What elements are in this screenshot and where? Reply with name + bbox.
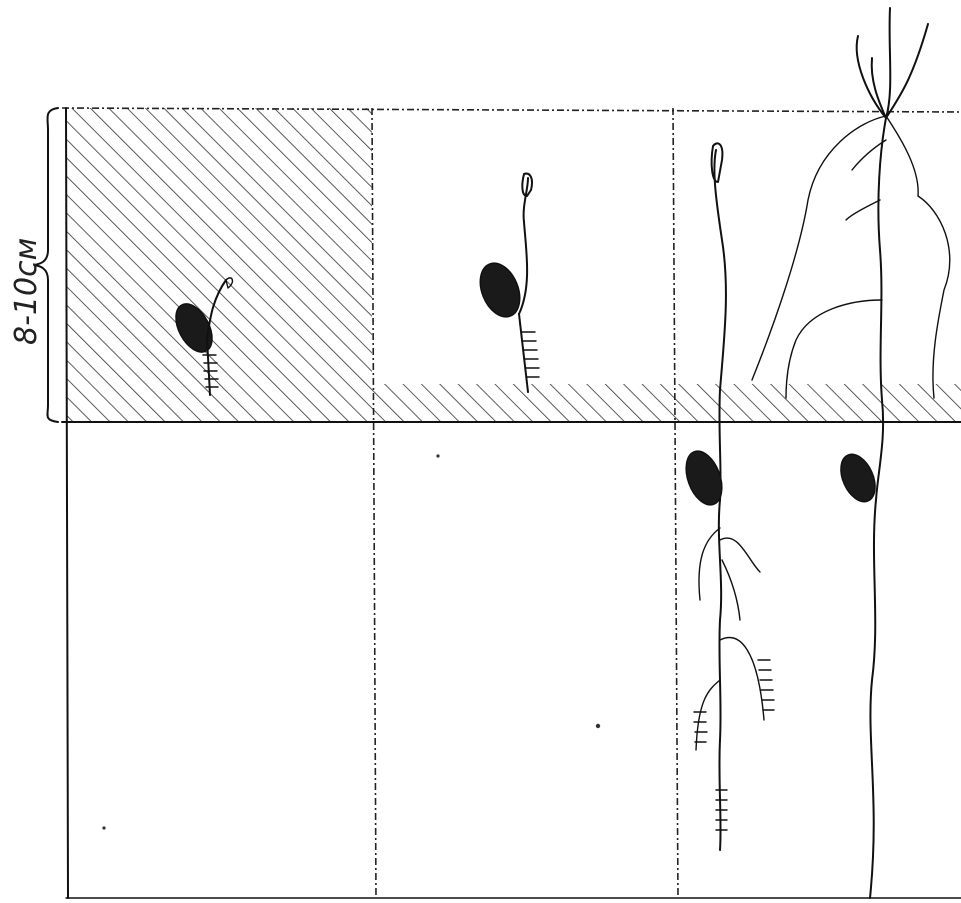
hatched-soil-column-1	[66, 108, 372, 422]
seedling-4	[752, 8, 950, 898]
divider-2	[673, 108, 678, 898]
ink-speck	[596, 724, 600, 728]
depth-label: 8-10см	[9, 238, 44, 345]
ink-speck	[436, 454, 439, 457]
seedling-3	[679, 143, 774, 850]
seedling-2	[473, 174, 539, 392]
divider-1	[372, 108, 376, 898]
ink-speck	[102, 826, 105, 829]
hatched-soil-strip	[372, 384, 961, 422]
